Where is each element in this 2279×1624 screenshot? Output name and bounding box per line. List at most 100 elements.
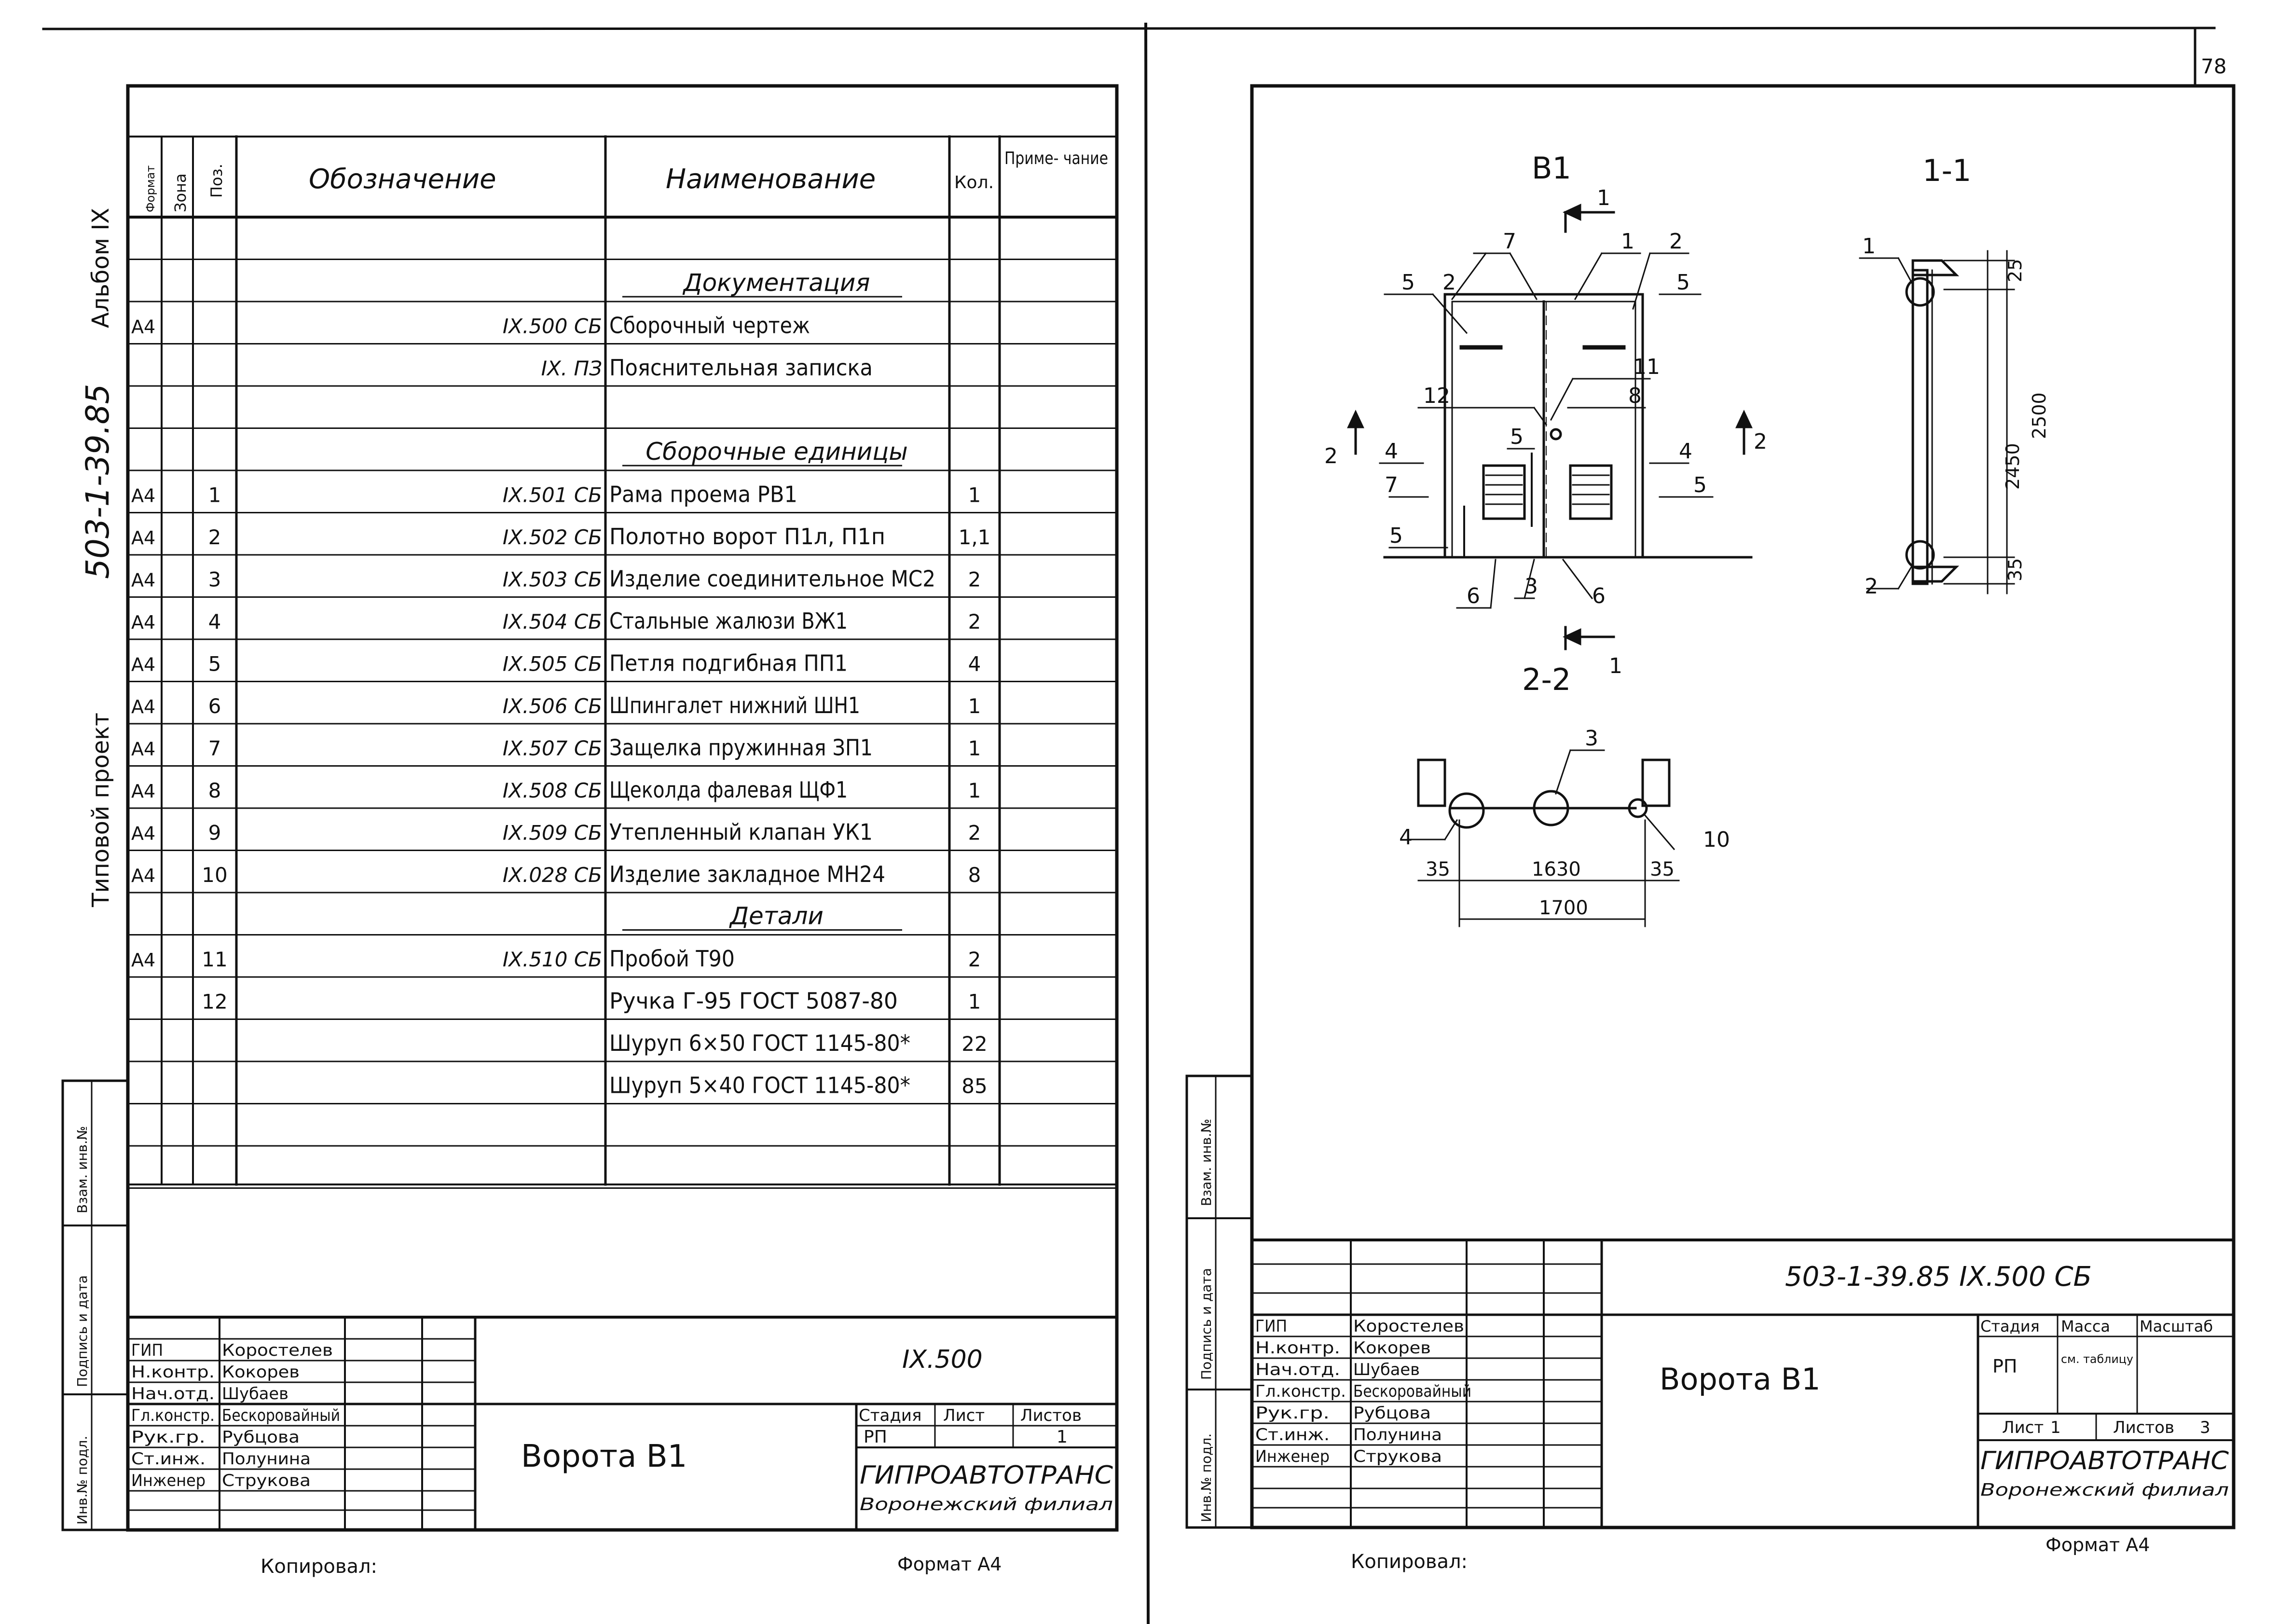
- row-pos: 9: [208, 821, 221, 845]
- left-tb-stage-label: Стадия: [859, 1406, 921, 1425]
- section-2-title: 2-2: [1522, 662, 1571, 697]
- signature-name: Полунина: [1353, 1425, 1442, 1445]
- section-mark-left: 2: [1324, 444, 1338, 468]
- row-qty: 2: [968, 610, 981, 633]
- right-copied-label: Копировал:: [1351, 1551, 1468, 1573]
- row-format: А4: [131, 612, 155, 633]
- signature-role: Н.контр.: [131, 1363, 215, 1382]
- callout-label: 7: [1503, 229, 1516, 254]
- right-tb-sheets: 3: [2200, 1418, 2210, 1437]
- right-side-col-vzam: Взам. инв.№: [1198, 1119, 1214, 1206]
- left-tb-sheets-label: Листов: [1020, 1406, 1082, 1425]
- header-pos: Поз.: [207, 164, 226, 198]
- left-tb-org: ГИПРОАВТОТРАНС: [860, 1461, 1113, 1490]
- row-qty: 1,1: [959, 525, 991, 549]
- callout-label: 5: [1401, 270, 1415, 295]
- row-format: А4: [131, 485, 155, 507]
- row-qty: 4: [968, 652, 981, 676]
- header-qty: Кол.: [954, 173, 994, 193]
- dimension-label: 2500: [2029, 392, 2050, 439]
- row-name: Петля подгибная ПП1: [609, 650, 848, 676]
- callout-label: 1: [1621, 229, 1634, 254]
- row-designation: IX.506 СБ: [503, 694, 602, 718]
- signature-role: ГИП: [1255, 1317, 1287, 1336]
- right-tb-mass-label: Масса: [2061, 1317, 2110, 1335]
- row-pos: 11: [202, 948, 227, 971]
- signature-role: Рук.гр.: [131, 1428, 206, 1447]
- row-pos: 8: [208, 779, 221, 802]
- row-designation: IX.505 СБ: [503, 652, 602, 676]
- right-tb-scale-label: Масштаб: [2140, 1317, 2213, 1335]
- row-name: Изделие закладное МН24: [609, 861, 885, 887]
- row-pos: 6: [208, 694, 221, 718]
- front-view: [1383, 293, 1753, 559]
- dimension-label: 35: [1426, 858, 1450, 881]
- left-tb-stage: РП: [864, 1427, 887, 1447]
- row-qty: 22: [961, 1032, 987, 1056]
- row-name: Сборочный чертеж: [609, 313, 810, 339]
- row-qty: 2: [968, 568, 981, 592]
- callout-label: 5: [1693, 473, 1707, 497]
- dimension-label: 25: [2004, 259, 2026, 282]
- row-designation: IX.509 СБ: [503, 821, 602, 845]
- row-section-title: Детали: [729, 902, 824, 930]
- callout-label: 1: [1862, 234, 1876, 259]
- left-format-label: Формат А4: [897, 1554, 1002, 1575]
- row-pos: 12: [202, 990, 227, 1014]
- signature-role: Ст.инж.: [1255, 1425, 1330, 1445]
- callout-label: 10: [1703, 827, 1730, 852]
- callout-label: 6: [1467, 584, 1480, 608]
- row-format: А4: [131, 654, 155, 675]
- row-qty: 1: [968, 737, 981, 760]
- signature-role: Нач.отд.: [1255, 1360, 1340, 1379]
- section-marks: [1347, 204, 1753, 650]
- row-pos: 4: [208, 610, 221, 633]
- signature-role: ГИП: [131, 1341, 163, 1360]
- header-zone: Зона: [171, 173, 190, 212]
- row-format: А4: [131, 781, 155, 802]
- row-designation: IX.028 СБ: [503, 863, 602, 887]
- signature-name: Шубаев: [1353, 1360, 1420, 1379]
- row-name: Шуруп 6×50 ГОСТ 1145-80*: [609, 1030, 910, 1056]
- row-qty: 2: [968, 948, 981, 971]
- row-name: Шуруп 5×40 ГОСТ 1145-80*: [609, 1073, 910, 1099]
- header-name: Наименование: [666, 164, 876, 195]
- row-format: А4: [131, 570, 155, 591]
- side-col-vzam: Взам. инв.№: [74, 1126, 90, 1213]
- row-designation: IX.507 СБ: [503, 737, 602, 760]
- signature-name: Коростелев: [1353, 1317, 1464, 1336]
- row-name: Щеколда фалевая ЩФ1: [609, 777, 848, 803]
- signature-role: Инженер: [131, 1471, 206, 1490]
- row-qty: 2: [968, 821, 981, 845]
- signature-name: Стрyкова: [222, 1471, 311, 1490]
- right-side-col-inv: Инв.№ подл.: [1198, 1433, 1214, 1522]
- callout-lines: [1379, 252, 1714, 609]
- row-qty: 85: [961, 1074, 987, 1098]
- row-section-title: Сборочные единицы: [645, 438, 908, 466]
- signature-name: Бескоровайный: [1353, 1382, 1471, 1401]
- signature-role: Инженер: [1255, 1447, 1330, 1466]
- callout-label: 5: [1676, 270, 1690, 295]
- row-pos: 10: [202, 863, 227, 887]
- left-copied-label: Копировал:: [261, 1555, 377, 1578]
- row-name: Стальные жалюзи ВЖ1: [609, 608, 848, 634]
- header-note: Приме- чание: [1004, 149, 1108, 168]
- row-qty: 8: [968, 863, 981, 887]
- left-tb-branch: Воронежский филиал: [860, 1495, 1113, 1514]
- section-1-1: [1859, 250, 2015, 594]
- right-tb-stage-label: Стадия: [1980, 1317, 2040, 1335]
- right-tb-stage: РП: [1992, 1356, 2018, 1377]
- row-name: Пробой Т90: [609, 946, 735, 972]
- row-pos: 5: [208, 652, 221, 676]
- callout-label: 6: [1592, 584, 1606, 608]
- row-name: Шпингалет нижний ШН1: [609, 692, 860, 718]
- row-qty: 1: [968, 990, 981, 1014]
- row-pos: 1: [208, 483, 221, 507]
- section-mark-bottom: 1: [1609, 654, 1622, 678]
- section-mark-top: 1: [1597, 186, 1610, 210]
- row-designation: IX.503 СБ: [503, 568, 602, 592]
- signature-name: Стрyкова: [1353, 1447, 1442, 1466]
